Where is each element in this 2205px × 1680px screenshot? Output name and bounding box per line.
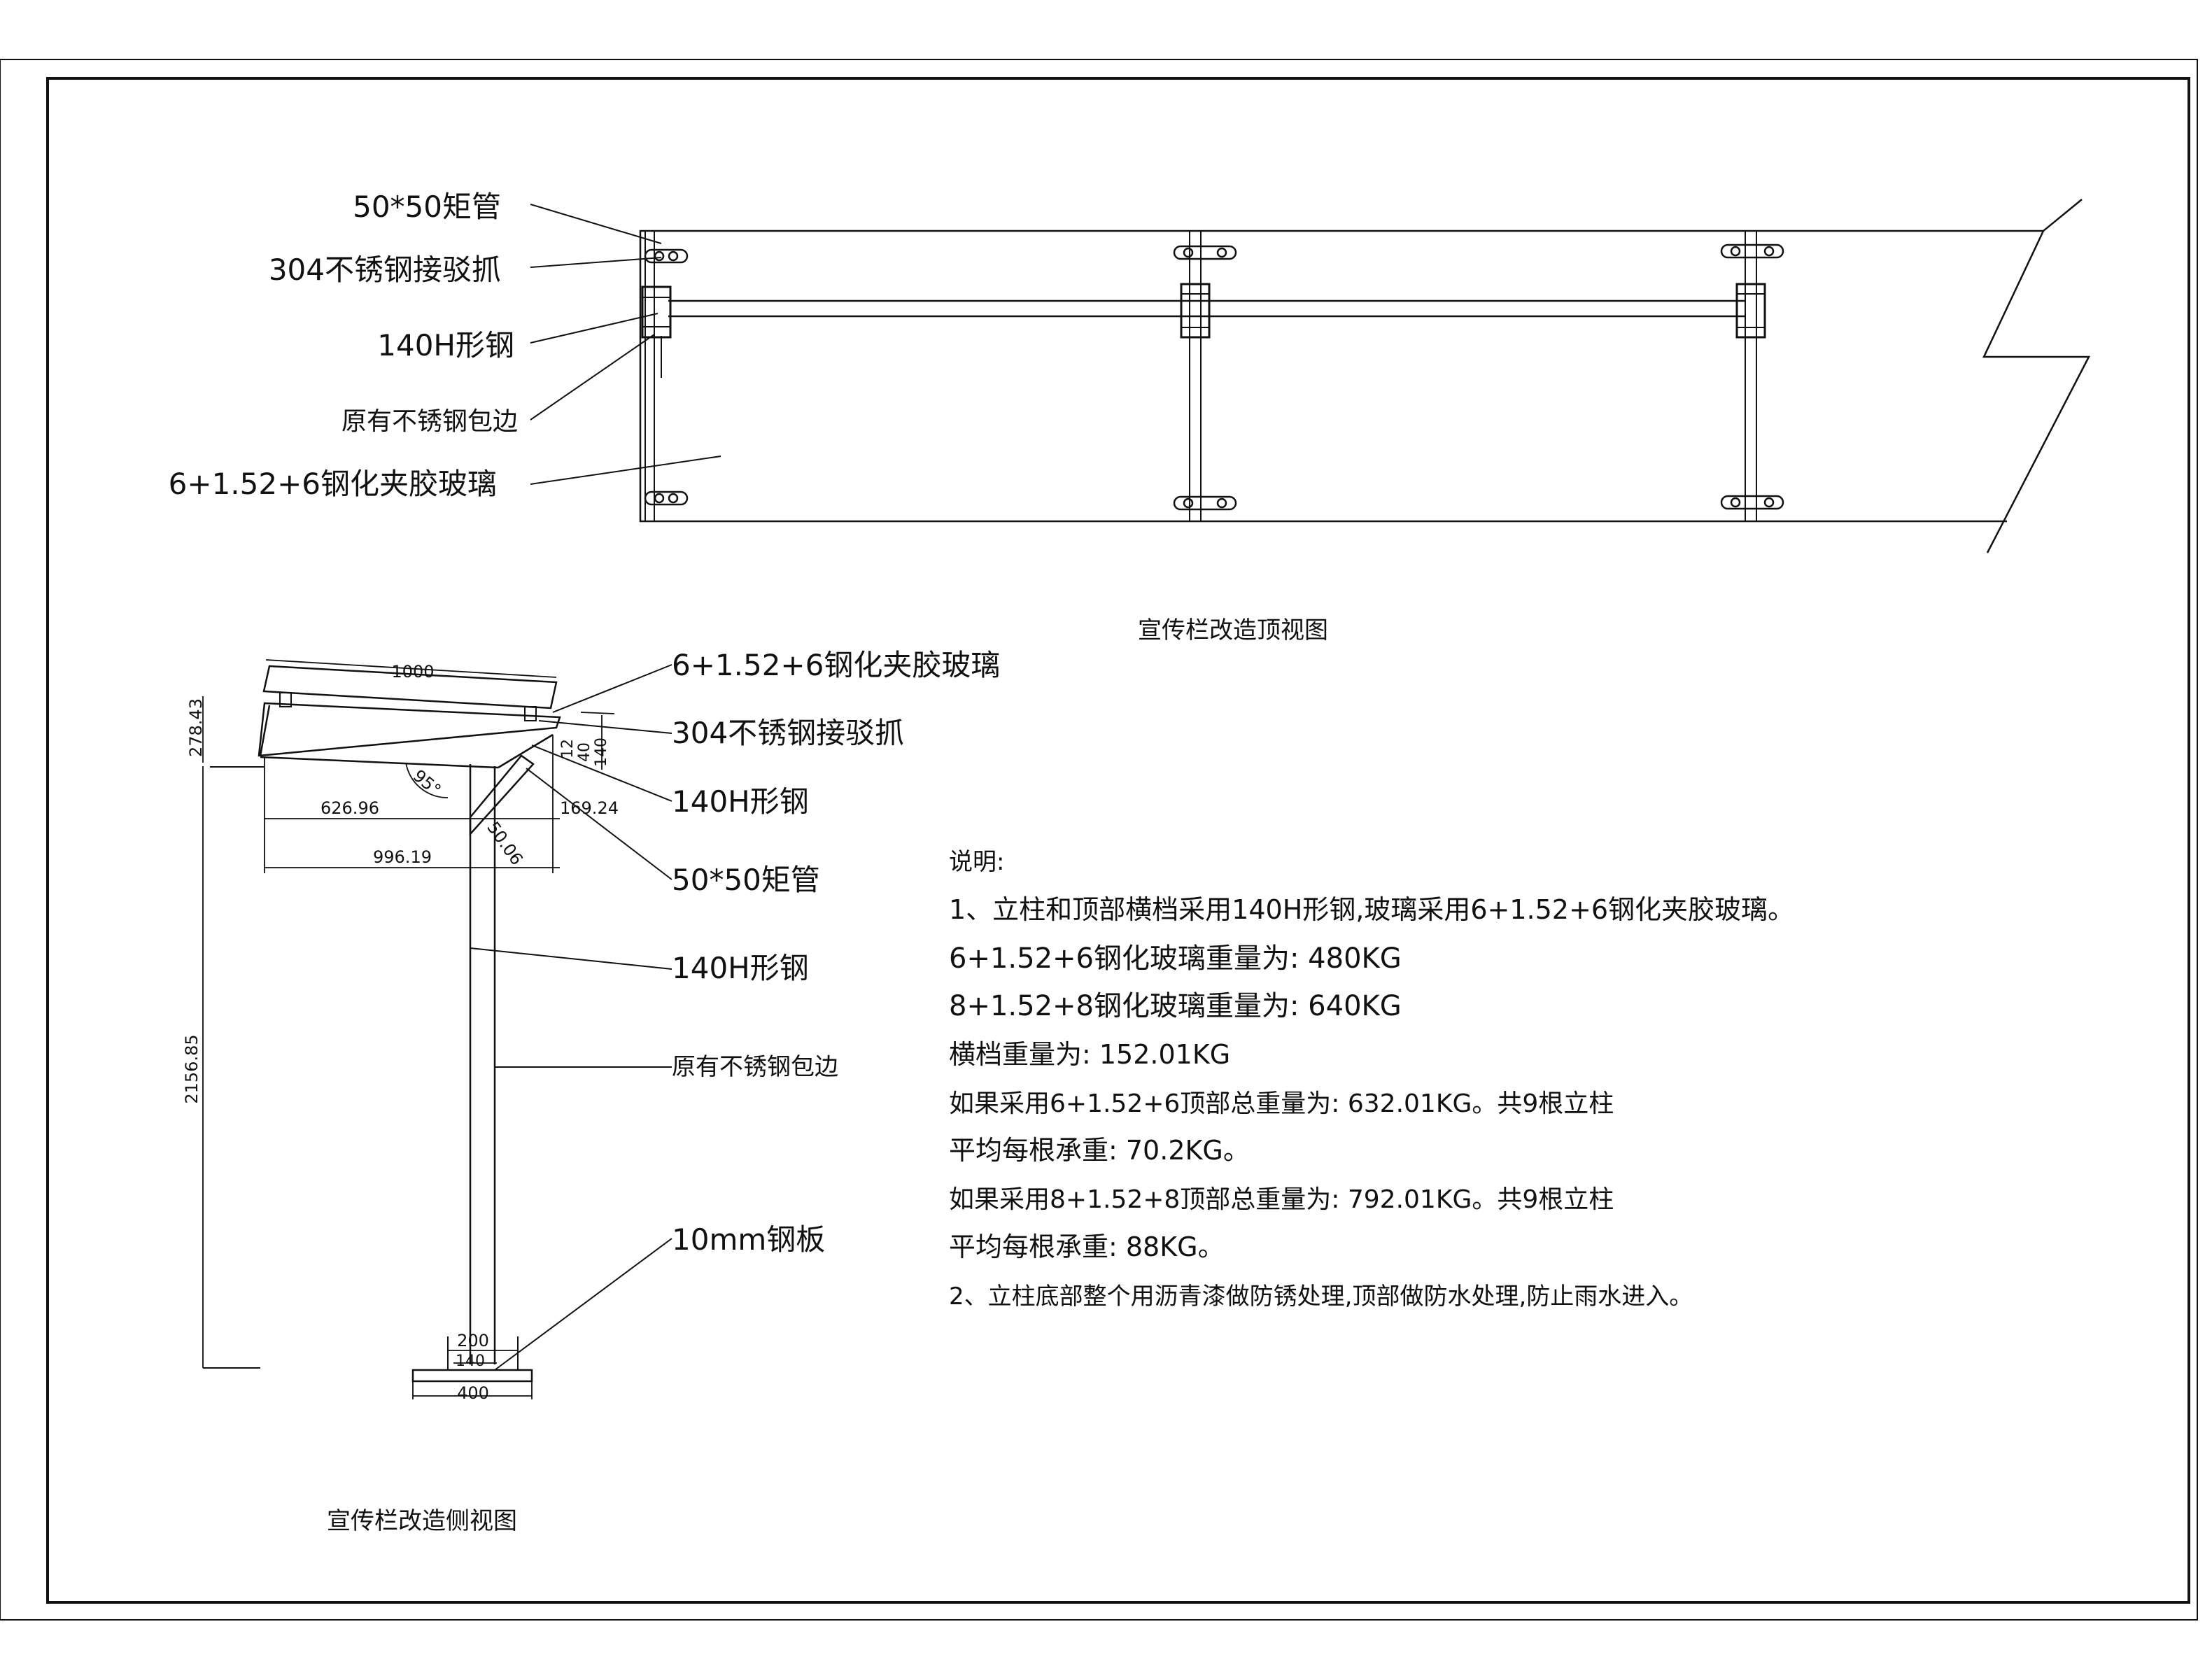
side-callout-clamp: 304不锈钢接驳抓 <box>672 716 904 750</box>
side-view-title: 宣传栏改造侧视图 <box>327 1507 517 1535</box>
side-clamp-left <box>279 692 292 707</box>
dim-small-b: 40 <box>576 742 593 762</box>
clamp-bottom-1 <box>644 490 689 506</box>
side-dimension-lines <box>202 659 615 1399</box>
dim-brace: 50.06 <box>483 818 526 868</box>
note-line-5: 如果采用6+1.52+6顶部总重量为: 632.01KG。共9根立柱 <box>949 1089 1614 1118</box>
dim-base-width: 400 <box>457 1383 489 1403</box>
side-view-leaders <box>470 664 672 1371</box>
note-line-7: 如果采用8+1.52+8顶部总重量为: 792.01KG。共9根立柱 <box>949 1185 1614 1214</box>
note-line-3: 8+1.52+8钢化玻璃重量为: 640KG <box>949 990 1402 1022</box>
column-bracket-1 <box>641 285 672 339</box>
side-diagonal-brace <box>469 754 535 837</box>
dim-column-height: 2156.85 <box>182 1034 202 1103</box>
dim-angle: 95° <box>409 765 445 800</box>
outer-frame <box>0 59 2198 1621</box>
side-callout-steel-plate: 10mm钢板 <box>672 1222 825 1257</box>
callout-edge-trim: 原有不锈钢包边 <box>341 407 518 436</box>
side-callout-edge-trim: 原有不锈钢包边 <box>672 1053 838 1081</box>
column-bracket-3 <box>1735 283 1766 339</box>
column-bracket-2 <box>1180 283 1211 339</box>
callout-h-beam: 140H形钢 <box>377 328 514 362</box>
callout-rect-tube: 50*50矩管 <box>353 190 501 224</box>
clamp-top-3 <box>1720 243 1784 259</box>
dim-left-height: 278.43 <box>186 698 206 757</box>
note-line-4: 横档重量为: 152.01KG <box>949 1039 1230 1070</box>
note-line-2: 6+1.52+6钢化玻璃重量为: 480KG <box>949 943 1402 975</box>
dim-top-width: 1000 <box>391 662 434 682</box>
clamp-bottom-2 <box>1173 495 1237 511</box>
side-callout-h-beam-top: 140H形钢 <box>672 784 809 819</box>
notes-heading: 说明: <box>949 848 1004 876</box>
clamp-top-1 <box>644 248 689 264</box>
inner-frame <box>46 77 2190 1604</box>
dim-small-a: 12 <box>559 739 577 758</box>
callout-spider-clamp: 304不锈钢接驳抓 <box>269 253 501 287</box>
side-beam-underside <box>260 756 499 769</box>
side-callout-glass: 6+1.52+6钢化夹胶玻璃 <box>672 648 1000 682</box>
dim-small-c: 140 <box>593 737 610 767</box>
side-view: 1000 278.43 12 40 140 95° 626.96 169.24 … <box>182 648 1000 1535</box>
glass-panel-outline <box>639 230 2043 523</box>
side-base-plate <box>411 1369 533 1383</box>
column-post-1 <box>641 231 672 521</box>
side-callout-h-beam-column: 140H形钢 <box>672 951 809 985</box>
column-post-3 <box>1735 231 1766 521</box>
clamp-top-2 <box>1173 245 1237 260</box>
dim-left-arm: 626.96 <box>320 798 379 818</box>
break-symbol <box>1982 199 2091 553</box>
notes-block: 说明: 1、立柱和顶部横档采用140H形钢,玻璃采用6+1.52+6钢化夹胶玻璃… <box>949 848 1794 1311</box>
top-view: 50*50矩管 304不锈钢接驳抓 140H形钢 原有不锈钢包边 6+1.52+… <box>169 190 2091 644</box>
side-glass-plate <box>262 665 558 710</box>
note-line-9: 2、立柱底部整个用沥青漆做防锈处理,顶部做防水处理,防止雨水进入。 <box>949 1283 1693 1311</box>
side-top-beam <box>258 702 561 757</box>
note-line-1: 1、立柱和顶部横档采用140H形钢,玻璃采用6+1.52+6钢化夹胶玻璃。 <box>949 894 1794 925</box>
side-clamp-right <box>524 706 537 721</box>
side-callout-rect-tube: 50*50矩管 <box>672 863 820 897</box>
clamp-bottom-3 <box>1720 495 1784 510</box>
column-post-2 <box>1180 231 1211 521</box>
dim-base-mid: 140 <box>456 1353 485 1370</box>
dim-total-width: 996.19 <box>373 847 432 867</box>
note-line-6: 平均每根承重: 70.2KG。 <box>949 1135 1250 1166</box>
spider-clamps <box>644 243 1784 511</box>
top-view-title: 宣传栏改造顶视图 <box>1138 616 1328 644</box>
dim-base-inner: 200 <box>457 1331 489 1350</box>
top-view-leaders <box>530 204 721 485</box>
callout-laminated-glass: 6+1.52+6钢化夹胶玻璃 <box>169 467 497 501</box>
note-line-8: 平均每根承重: 88KG。 <box>949 1231 1225 1262</box>
